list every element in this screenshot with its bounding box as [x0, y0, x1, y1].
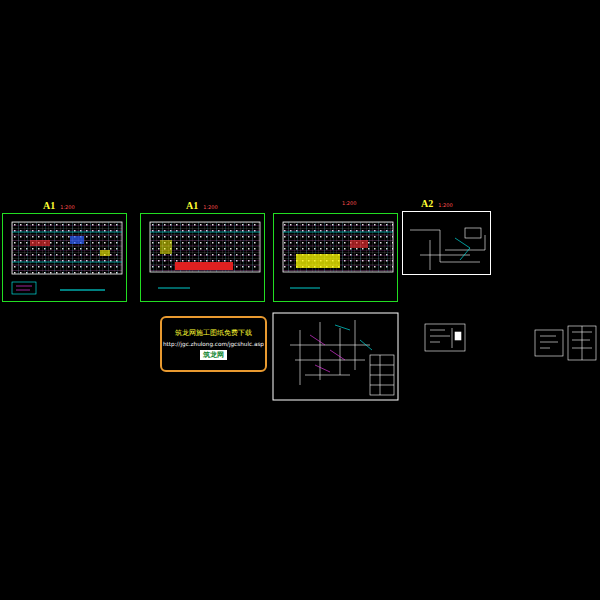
drawing-sheet: A21:200 — [402, 211, 491, 275]
sheet-heading: A1 1:200 — [43, 200, 75, 211]
drawing-sheet: A11:200 — [2, 213, 127, 302]
sheet-size: A1 — [186, 200, 198, 211]
schematic — [410, 228, 485, 270]
scale-label: 1:200 — [438, 202, 452, 208]
watermark-text: http://jgc.zhulong.com/jgcshulc.asp — [163, 341, 264, 347]
detail-drawing — [425, 324, 465, 351]
sheet-heading: 1:200 — [342, 200, 356, 206]
scale-label: 1:200 — [60, 204, 74, 210]
watermark-text: 筑龙网施工图纸免费下载 — [175, 328, 252, 338]
sheet-size: A1 — [43, 200, 55, 211]
logo-text: 筑龙网 — [200, 350, 227, 360]
scale-label: 1:200 — [203, 204, 217, 210]
drawing-sheet: 1:200 — [273, 213, 398, 302]
riser-diagram — [290, 320, 394, 395]
floor-plan — [12, 222, 122, 294]
watermark-box: 筑龙网施工图纸免费下载 http://jgc.zhulong.com/jgcshu… — [160, 316, 267, 372]
floor-plan — [283, 222, 393, 288]
drawing-sheet: A11:200 — [140, 213, 265, 302]
floor-plan — [150, 222, 260, 288]
sheet-heading: A2 1:200 — [421, 198, 453, 209]
sheet-size: A2 — [421, 198, 433, 209]
scale-label: 1:200 — [342, 200, 356, 206]
sheet-border — [273, 313, 398, 400]
detail-drawing — [535, 326, 596, 360]
sheet-heading: A1 1:200 — [186, 200, 218, 211]
